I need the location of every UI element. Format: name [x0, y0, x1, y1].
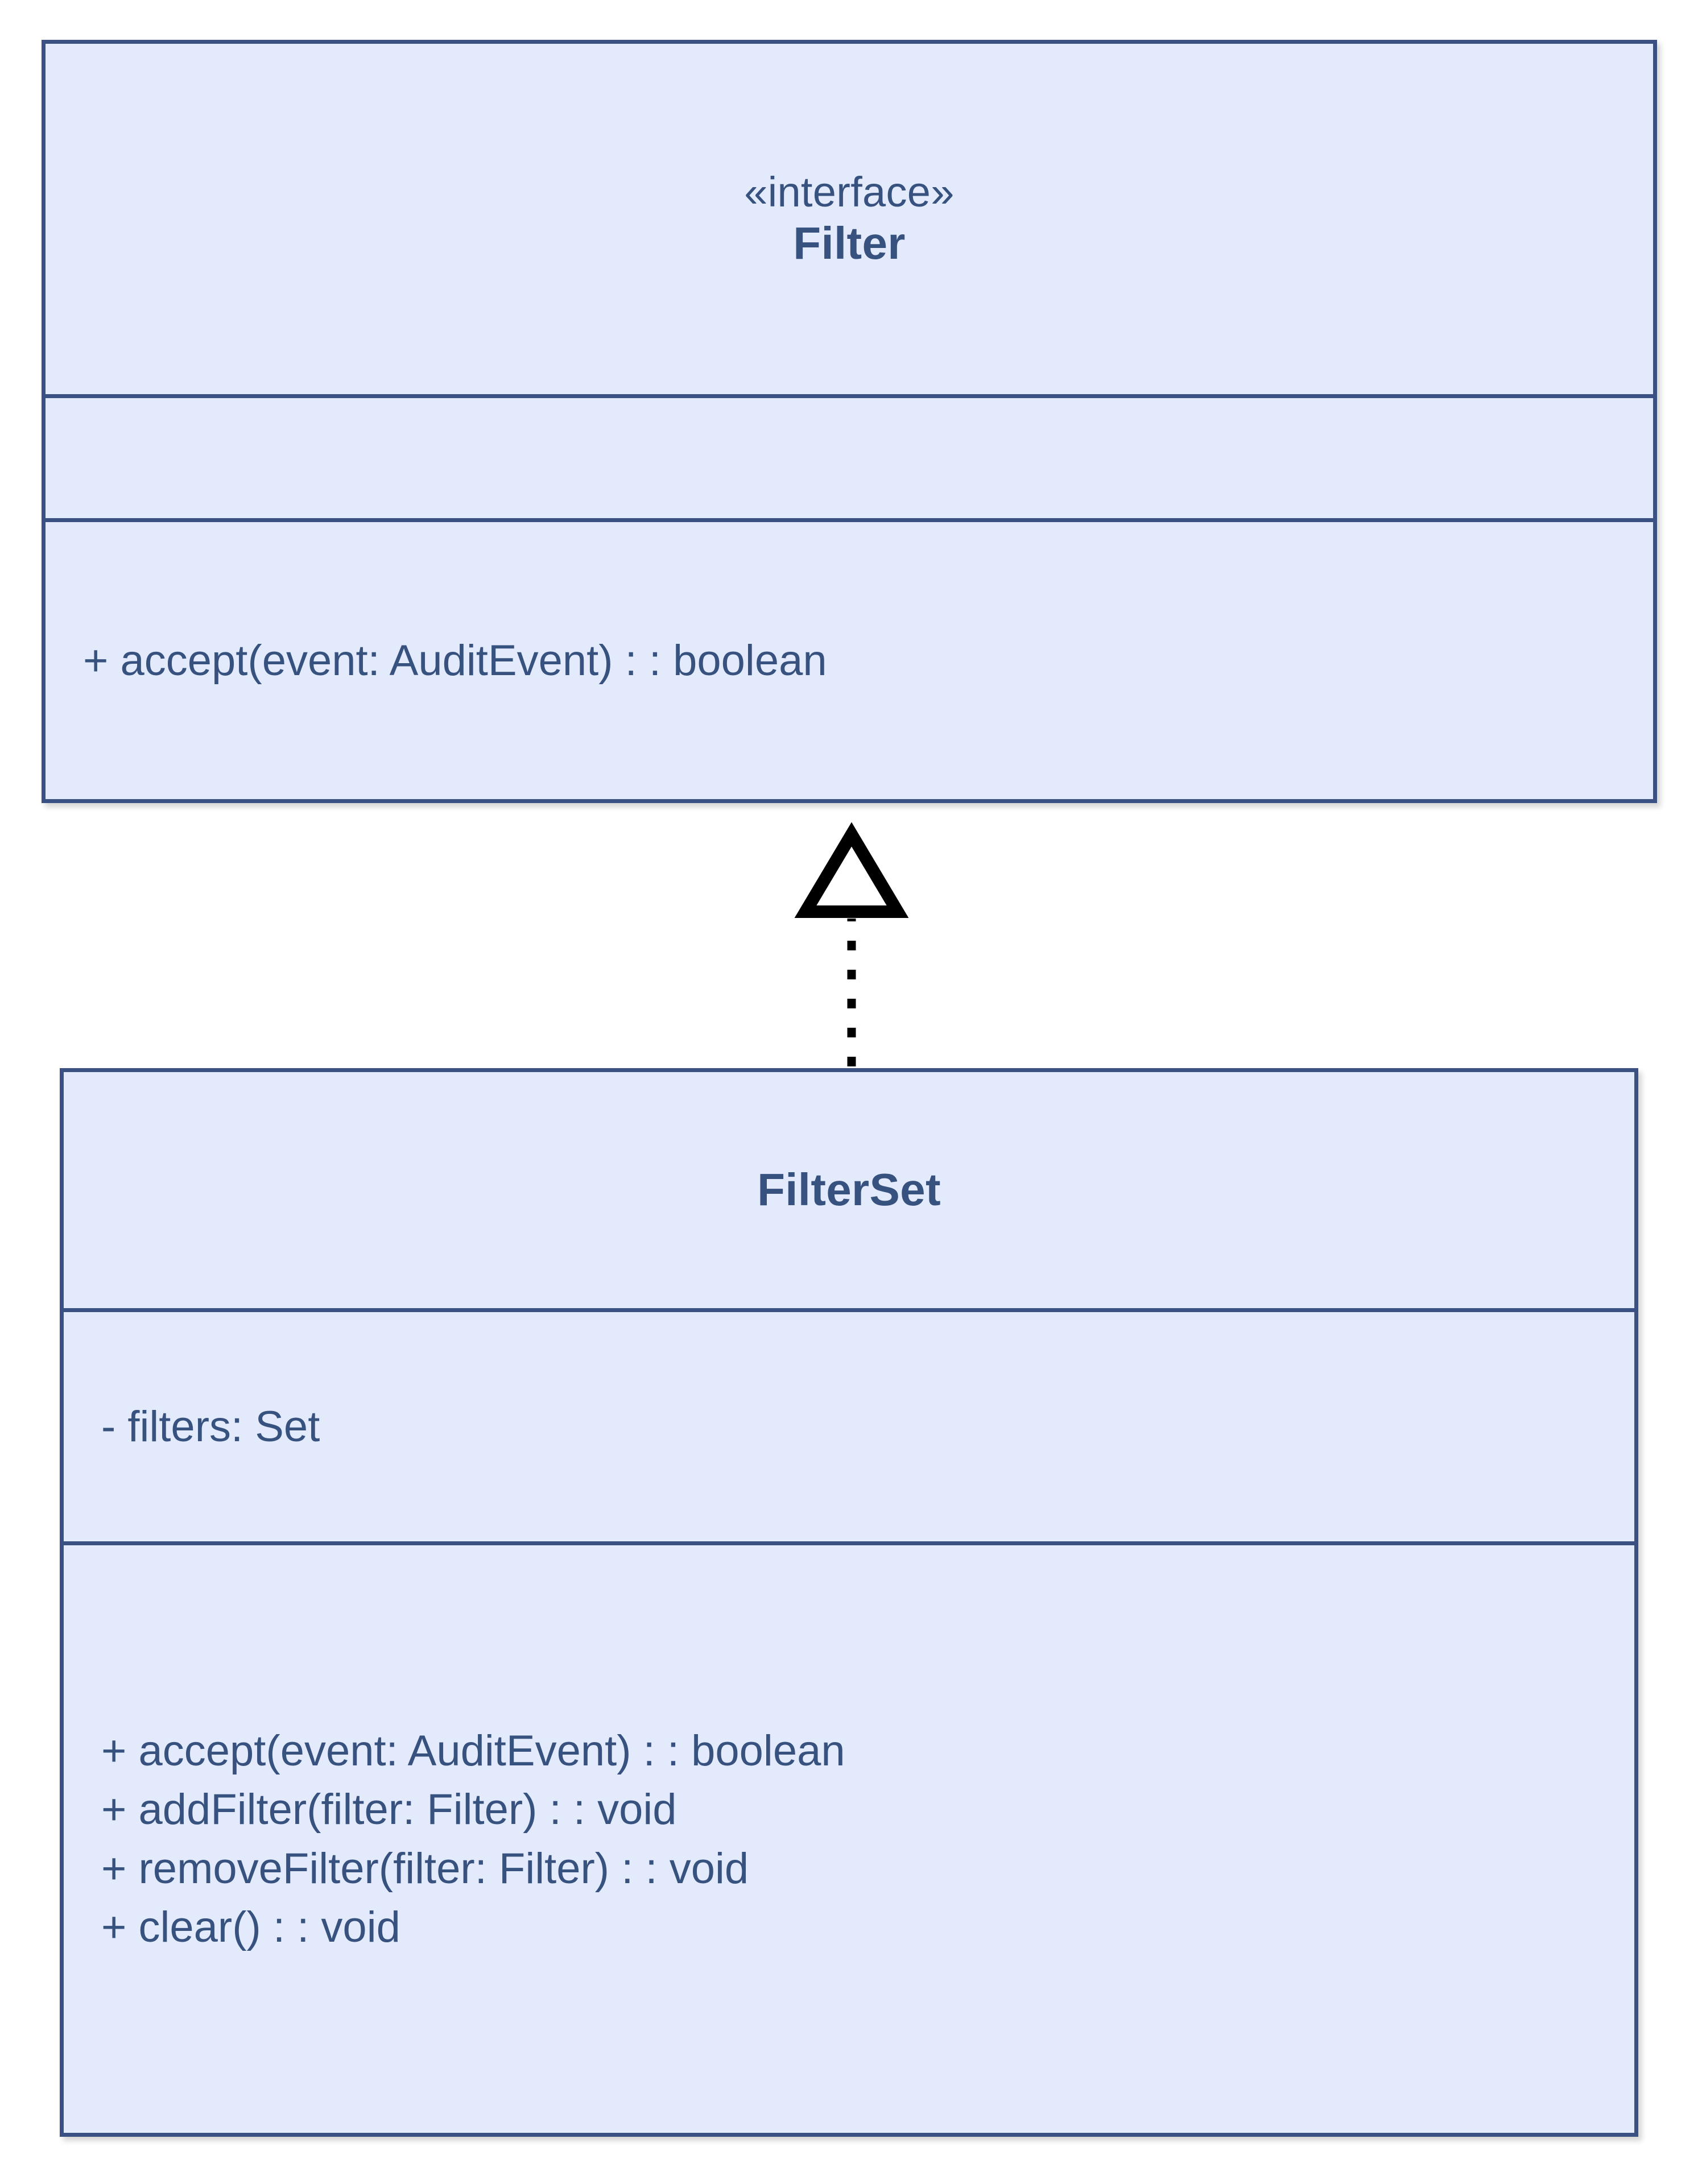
attribute-item: - filters: Set — [101, 1402, 320, 1451]
method-item: + removeFilter(filter: Filter) : : void — [101, 1844, 749, 1893]
attribute-list: - filters: Set — [64, 1397, 1634, 1456]
class-title: Filter — [793, 218, 906, 269]
class-methods-filter: + accept(event: AuditEvent) : : boolean — [46, 522, 1653, 799]
class-header-filter: «interface» Filter — [46, 44, 1653, 398]
realization-arrow-svg — [794, 822, 909, 1066]
realization-connector-filterset-to-filter — [786, 822, 917, 1072]
class-attributes-filter — [46, 398, 1653, 522]
method-item: + accept(event: AuditEvent) : : boolean — [101, 1726, 845, 1775]
hollow-triangle-arrowhead — [794, 822, 909, 918]
method-item: + accept(event: AuditEvent) : : boolean — [83, 636, 827, 685]
uml-class-box-filter[interactable]: «interface» Filter + accept(event: Audit… — [42, 40, 1657, 803]
class-title: FilterSet — [757, 1164, 941, 1215]
class-attributes-filterset: - filters: Set — [64, 1312, 1634, 1545]
method-item: + clear() : : void — [101, 1902, 400, 1951]
class-stereotype: «interface» — [744, 168, 955, 216]
method-list: + accept(event: AuditEvent) : : boolean — [46, 631, 1653, 690]
method-list: + accept(event: AuditEvent) : : boolean +… — [64, 1722, 1634, 1956]
class-methods-filterset: + accept(event: AuditEvent) : : boolean +… — [64, 1545, 1634, 2133]
class-header-filterset: FilterSet — [64, 1072, 1634, 1312]
method-item: + addFilter(filter: Filter) : : void — [101, 1785, 677, 1834]
uml-class-box-filterset[interactable]: FilterSet - filters: Set + accept(event:… — [60, 1068, 1638, 2137]
empty-attributes-placeholder — [46, 398, 1653, 518]
